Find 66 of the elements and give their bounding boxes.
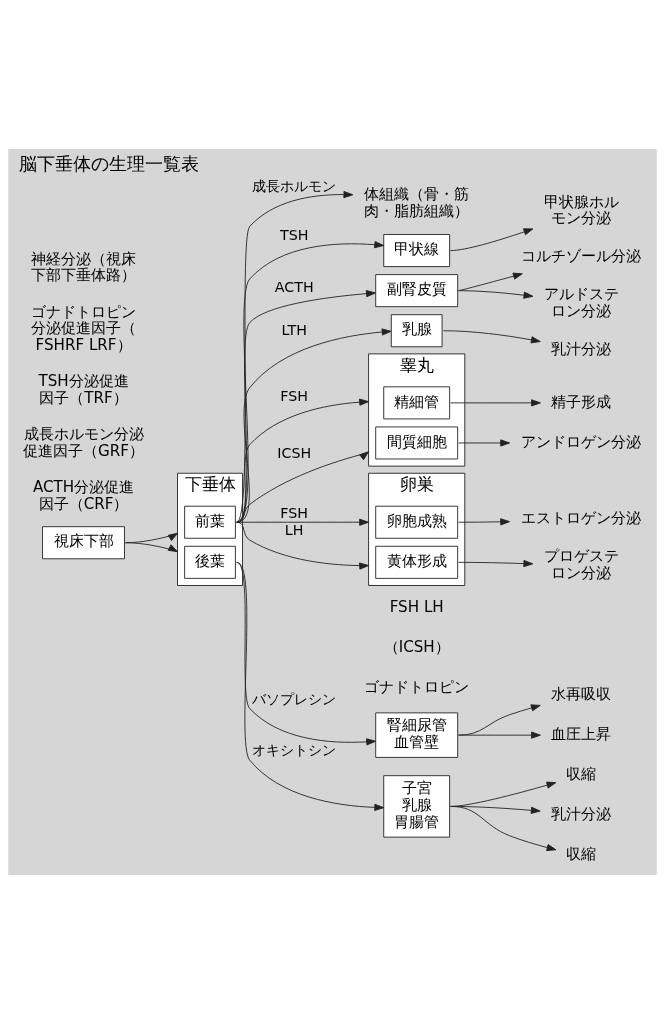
arrow <box>450 399 541 407</box>
arrow <box>124 542 178 553</box>
edge-label: ICSH <box>277 444 312 461</box>
node-box: 前葉 <box>184 505 236 539</box>
node-text: 乳汁分泌 <box>551 339 612 358</box>
node-text: 収縮 <box>566 764 597 783</box>
arrow <box>458 518 511 526</box>
label: 成長ホルモン分泌促進因子（GRF） <box>23 425 144 460</box>
node-box: 副腎皮質 <box>375 274 459 308</box>
node-text: アルドステロン分泌 <box>543 285 619 321</box>
node-box: 腎細尿管 血管壁 <box>375 712 459 758</box>
edge-label: LTH <box>281 322 307 338</box>
arrow <box>236 521 370 570</box>
arrow <box>236 561 377 746</box>
arrow <box>236 398 370 523</box>
node-box: 子宮 乳腺 胃腸管 <box>383 775 451 838</box>
arrow <box>458 560 534 568</box>
edge-label: 成長ホルモン <box>252 177 337 194</box>
arrow <box>236 191 354 523</box>
arrow <box>458 439 511 447</box>
node-text: エストロゲン分泌 <box>521 509 642 528</box>
node-text: 収縮 <box>566 845 597 864</box>
arrow <box>236 290 376 523</box>
arrow <box>458 290 534 299</box>
arrow <box>236 561 385 811</box>
node-text: プロゲステロン分泌 <box>543 547 619 583</box>
edge-label: バソプレシン <box>252 690 337 707</box>
node-box: 卵胞成熟 <box>375 505 459 539</box>
edge-label: ACTH <box>274 279 314 296</box>
arrow <box>450 805 557 852</box>
node-box: 視床下部 <box>42 526 125 560</box>
arrow <box>236 451 370 523</box>
node-box: 後葉 <box>184 545 236 579</box>
edge-label: TSH <box>279 226 309 243</box>
label: 神経分泌（視床下部下垂体路） <box>31 249 137 285</box>
node-text: コルチゾール分泌 <box>521 247 642 266</box>
label: （ICSH） <box>383 638 450 657</box>
node-text: 甲状腺ホルモン分泌 <box>543 192 619 228</box>
node-box: 間質細胞 <box>375 426 459 460</box>
edge-label: オキシトシン <box>252 742 337 759</box>
label: ゴナドトロピン分泌促進因子（FSHRF LRF） <box>31 302 137 355</box>
node-box: 黄体形成 <box>375 545 459 579</box>
node-text: 体組織（骨・筋肉・脂肪組織） <box>364 185 470 221</box>
label: ゴナドトロピン <box>364 678 470 697</box>
node-text: 乳汁分泌 <box>551 804 612 823</box>
arrow <box>236 241 385 523</box>
node-box: 精細管 <box>383 386 451 420</box>
arrow <box>458 272 523 292</box>
node-text: 精子形成 <box>551 392 612 411</box>
edge-label: FSH <box>280 504 309 521</box>
label: ACTH分泌促進因子（CRF） <box>32 477 135 513</box>
arrow <box>450 228 534 251</box>
edge-label: FSH <box>280 387 309 404</box>
label: FSH LH <box>389 598 444 617</box>
arrow <box>442 330 541 344</box>
node-text: 水再吸収 <box>551 684 612 703</box>
diagram-title: 脳下垂体の生理一覧表 <box>19 153 200 175</box>
arrow <box>236 328 392 523</box>
node-box: 甲状線 <box>383 234 451 268</box>
node-box: 乳腺 <box>390 314 443 348</box>
label: TSH分泌促進因子（TRF） <box>38 372 129 408</box>
arrow <box>458 704 541 736</box>
edge-label: LH <box>284 522 304 539</box>
arrow <box>458 731 541 739</box>
node-text: 血圧上昇 <box>551 724 612 743</box>
node-text: アンドロゲン分泌 <box>521 432 642 451</box>
